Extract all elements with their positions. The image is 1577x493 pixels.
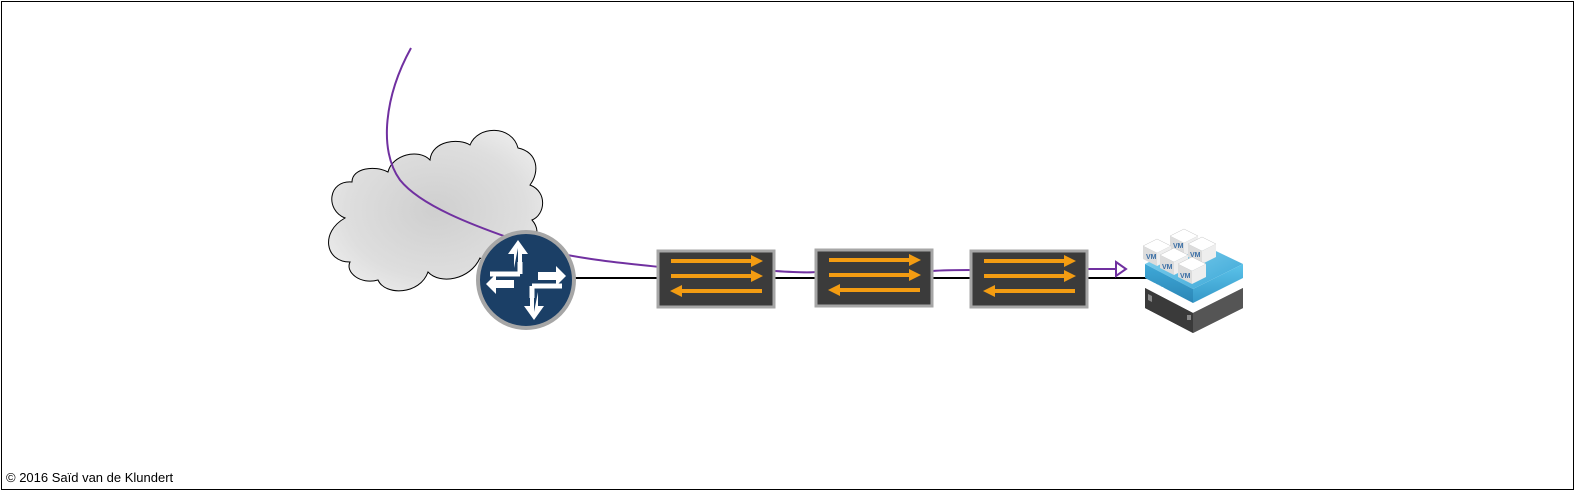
traffic-path — [385, 47, 1116, 274]
router-icon — [476, 230, 576, 330]
switch-icon — [969, 249, 1089, 309]
switch-icon — [814, 248, 934, 308]
vm-cube: VM — [1159, 247, 1189, 275]
copyright-notice: © 2016 Saïd van de Klundert — [6, 470, 174, 485]
path-arrowhead — [1115, 260, 1128, 278]
svg-text:VM: VM — [1162, 264, 1173, 271]
svg-text:VM: VM — [1146, 254, 1157, 261]
switch-icon — [656, 249, 776, 309]
svg-text:VM: VM — [1180, 273, 1191, 280]
svg-text:VM: VM — [1173, 243, 1184, 250]
vm-cube: VM — [1177, 256, 1207, 284]
vmware-host-icon: VMware VM VM VM VM — [1142, 228, 1243, 333]
svg-text:VM: VM — [1190, 252, 1201, 259]
vm-cube: VM — [1187, 236, 1217, 264]
